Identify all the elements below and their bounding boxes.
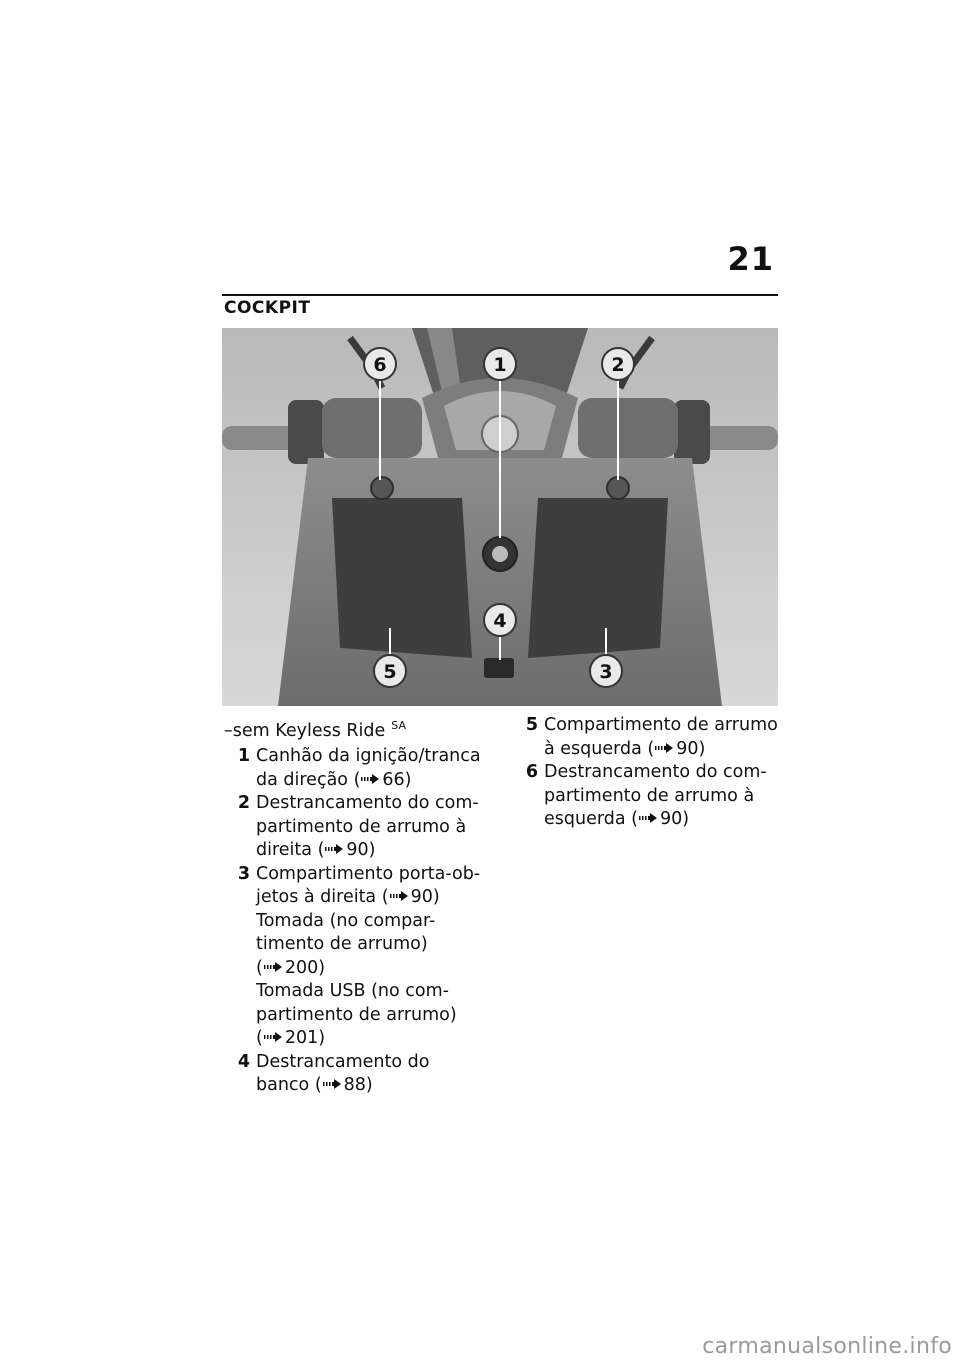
callout-1: 1: [483, 347, 517, 381]
legend-item-4: 4 Destrancamento do banco (88): [224, 1051, 486, 1098]
legend-list-right: 5 Compartimento de arrumo à esquerda (90)…: [512, 714, 778, 832]
legend-item-3: 3 Compartimento porta-ob-jetos à direita …: [224, 863, 486, 1051]
page-reference-link[interactable]: (90): [317, 840, 376, 861]
callout-3: 3: [589, 654, 623, 688]
page-reference-link[interactable]: (90): [631, 809, 690, 829]
page-reference-arrow-icon: [655, 742, 674, 753]
page-reference-arrow-icon: [322, 1079, 341, 1090]
page-reference-arrow-icon: [389, 891, 408, 902]
legend-item-1: 1 Canhão da ignição/tranca da direção (66…: [224, 745, 486, 792]
legend-list-left: 1 Canhão da ignição/tranca da direção (66…: [224, 745, 486, 1098]
legend-item-6: 6 Destrancamento do com-partimento de arr…: [512, 761, 778, 832]
legend-description: Tomada (no compar-timento de arrumo) (20…: [256, 910, 436, 978]
page-reference-link[interactable]: (88): [314, 1075, 373, 1096]
callout-6: 6: [363, 347, 397, 381]
legend-number: 4: [237, 1051, 250, 1072]
legend-number: 5: [525, 715, 538, 735]
legend-number: 2: [237, 793, 250, 814]
legend-description: Compartimento porta-ob-jetos à direita (…: [256, 863, 481, 908]
variant-badge: SA: [391, 719, 407, 732]
page-reference-link[interactable]: (90): [647, 738, 706, 759]
page-reference-link[interactable]: (90): [381, 887, 440, 908]
svg-text:6: 6: [373, 354, 386, 376]
header-rule: [222, 294, 778, 296]
svg-text:3: 3: [599, 661, 612, 683]
callout-2: 2: [601, 347, 635, 381]
legend-number: 1: [237, 746, 250, 767]
page-number: 21: [727, 240, 774, 278]
callout-4: 4: [483, 603, 517, 637]
page-reference-arrow-icon: [263, 961, 282, 972]
page-reference-link[interactable]: (201): [256, 1028, 326, 1049]
svg-text:1: 1: [493, 354, 506, 376]
page-reference-arrow-icon: [325, 844, 344, 855]
legend-description: Compartimento de arrumo à esquerda (90): [544, 715, 778, 759]
page-reference-arrow-icon: [263, 1032, 282, 1043]
svg-text:5: 5: [383, 661, 396, 683]
page-reference-arrow-icon: [638, 813, 657, 823]
cockpit-illustration: 6 1 2 4 5 3: [222, 328, 778, 706]
svg-text:4: 4: [493, 610, 506, 632]
legend-description: Destrancamento do com-partimento de arru…: [544, 762, 767, 829]
svg-text:2: 2: [611, 354, 624, 376]
legend-right-column: 5 Compartimento de arrumo à esquerda (90)…: [512, 714, 778, 832]
page-reference-link[interactable]: (66): [353, 769, 412, 790]
legend-item-2: 2 Destrancamento do com-partimento de arr…: [224, 792, 486, 863]
legend-number: 3: [237, 863, 250, 884]
legend-description: Destrancamento do banco (88): [256, 1051, 430, 1096]
legend-description: Canhão da ignição/tranca da direção (66): [256, 746, 481, 790]
section-title: COCKPIT: [224, 298, 311, 318]
legend-description: Destrancamento do com-partimento de arru…: [256, 793, 479, 861]
page-reference-arrow-icon: [361, 773, 380, 784]
callout-5: 5: [373, 654, 407, 688]
legend-description: Tomada USB (no com-partimento de arrumo)…: [256, 981, 457, 1049]
watermark: carmanualsonline.info: [702, 1334, 952, 1359]
legend-number: 6: [525, 762, 538, 782]
cockpit-figure: 6 1 2 4 5 3: [222, 328, 778, 706]
page-reference-link[interactable]: (200): [256, 957, 326, 978]
legend-item-5: 5 Compartimento de arrumo à esquerda (90): [512, 714, 778, 761]
